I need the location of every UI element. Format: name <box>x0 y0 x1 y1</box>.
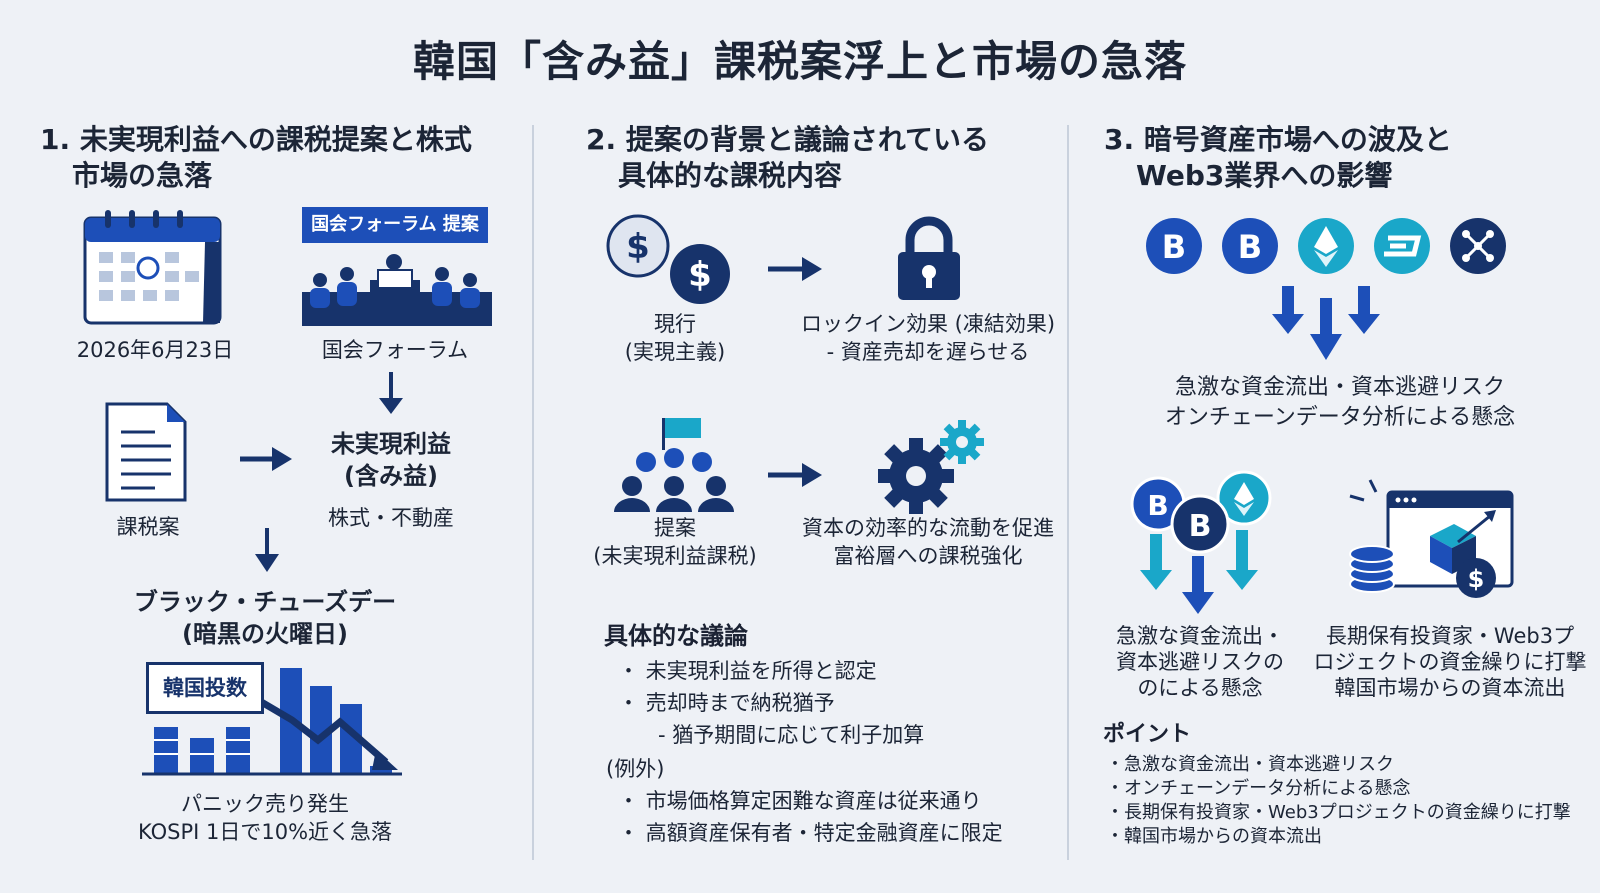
col2-heading-line2: 具体的な課税内容 <box>618 159 843 192</box>
current-line2: (実現主義) <box>624 340 726 364</box>
date-label: 2026年6月23日 <box>76 338 234 362</box>
doc-label: 課税案 <box>116 515 180 539</box>
lock-icon <box>898 216 960 300</box>
column-divider-1 <box>532 125 534 860</box>
exception-item: ・ 高額資産保有者・特定金融資産に限定 <box>618 821 1003 845</box>
svg-text:B: B <box>1147 489 1168 522</box>
black-tuesday-line1: ブラック・チューズデー <box>133 588 397 616</box>
point-item: ・韓国市場からの資本流出 <box>1106 826 1322 847</box>
point-item: ・急激な資金流出・資本逃避リスク <box>1106 754 1394 775</box>
svg-text:$: $ <box>688 255 712 295</box>
unrealized-label-line2: (含み益) <box>344 462 438 490</box>
forum-label: 国会フォーラム <box>321 338 469 362</box>
discussion-subitem: - 猶予期間に応じて利子加算 <box>658 723 925 747</box>
dash-icon <box>1374 218 1430 274</box>
svg-text:$: $ <box>626 227 650 267</box>
proposal-line1: 提案 <box>654 516 696 540</box>
point-item: ・オンチェーンデータ分析による懸念 <box>1106 778 1411 799</box>
lockin-line1: ロックイン効果 (凍結効果) <box>800 312 1056 336</box>
arrow-right-icon <box>240 447 292 471</box>
point-item: ・長期保有投資家・Web3プロジェクトの資金繰りに打撃 <box>1106 802 1571 823</box>
panic-line2: KOSPI 1日で10%近く急落 <box>137 820 393 844</box>
col3-heading-line1: 3. 暗号資産市場への波及と <box>1104 123 1452 156</box>
bitcoin-icon: B <box>1146 218 1202 274</box>
right-caption-line2: ロジェクトの資金繰りに打撃 <box>1313 650 1587 674</box>
risk-line2: オンチェーンデータ分析による懸念 <box>1164 405 1516 430</box>
crypto-outflow-icon: B B <box>1130 470 1272 614</box>
svg-text:$: $ <box>1468 565 1485 593</box>
svg-text:B: B <box>1162 228 1186 266</box>
col1-heading-line2: 市場の急落 <box>72 159 213 192</box>
arrow-right-icon <box>768 463 822 487</box>
discussion-item: ・ 売却時まで納税猶予 <box>618 691 835 715</box>
risk-line1: 急激な資金流出・資本逃避リスク <box>1174 375 1505 400</box>
black-tuesday-line2: (暗黒の火曜日) <box>182 620 348 648</box>
left-caption-line3: のによる懸念 <box>1137 676 1263 700</box>
index-badge: 韓国投数 <box>146 662 264 714</box>
dollar-coins-icon: $ $ <box>606 214 730 304</box>
panic-line1: パニック売り発生 <box>181 792 349 816</box>
assets-label: 株式・不動産 <box>328 506 454 530</box>
points-title: ポイント <box>1103 722 1192 747</box>
left-caption-line2: 資本逃避リスクの <box>1116 650 1284 674</box>
effect-line2: 富裕層への課税強化 <box>833 544 1023 568</box>
lockin-line2: - 資産売却を遅らせる <box>826 340 1030 364</box>
col2-heading-line1: 2. 提案の背景と議論されている <box>586 123 990 156</box>
organization-people-icon <box>614 418 734 512</box>
col1-heading-line1: 1. 未実現利益への課税提案と株式 <box>40 123 472 156</box>
current-line1: 現行 <box>654 312 696 336</box>
right-caption-line1: 長期保有投資家・Web3プ <box>1325 624 1575 648</box>
exception-title: (例外) <box>606 757 665 781</box>
crypto-coins-row: B B <box>1146 218 1506 274</box>
left-caption-line1: 急激な資金流出・ <box>1116 624 1284 648</box>
unrealized-label-line1: 未実現利益 <box>331 430 451 458</box>
arrow-down-icon <box>255 528 279 572</box>
outflow-arrows-icon <box>1272 286 1380 360</box>
falling-market-chart-icon <box>142 668 402 776</box>
forum-assembly-icon <box>302 254 492 326</box>
column-divider-2 <box>1067 125 1069 860</box>
svg-text:B: B <box>1238 228 1262 266</box>
arrow-right-icon <box>768 257 822 281</box>
effect-line1: 資本の効率的な流動を促進 <box>802 516 1054 540</box>
proposal-line2: (未実現利益課税) <box>593 544 757 568</box>
document-icon <box>105 402 187 502</box>
bitcoin-icon: B <box>1222 218 1278 274</box>
web3-project-browser-icon: $ <box>1349 479 1514 598</box>
right-caption-line3: 韓国市場からの資本流出 <box>1334 676 1566 700</box>
arrow-down-icon <box>379 372 403 414</box>
gears-icon <box>878 420 984 514</box>
network-token-icon <box>1450 218 1506 274</box>
discussion-item: ・ 未実現利益を所得と認定 <box>618 659 877 683</box>
forum-banner: 国会フォーラム 提案 <box>302 207 488 243</box>
svg-text:B: B <box>1189 509 1212 544</box>
calendar-icon <box>83 210 222 325</box>
col3-heading-line2: Web3業界への影響 <box>1136 159 1393 192</box>
discussion-title: 具体的な議論 <box>604 622 748 650</box>
page-title: 韓国「含み益」課税案浮上と市場の急落 <box>412 37 1187 86</box>
exception-item: ・ 市場価格算定困難な資産は従来通り <box>618 789 982 813</box>
ethereum-icon <box>1298 218 1354 274</box>
